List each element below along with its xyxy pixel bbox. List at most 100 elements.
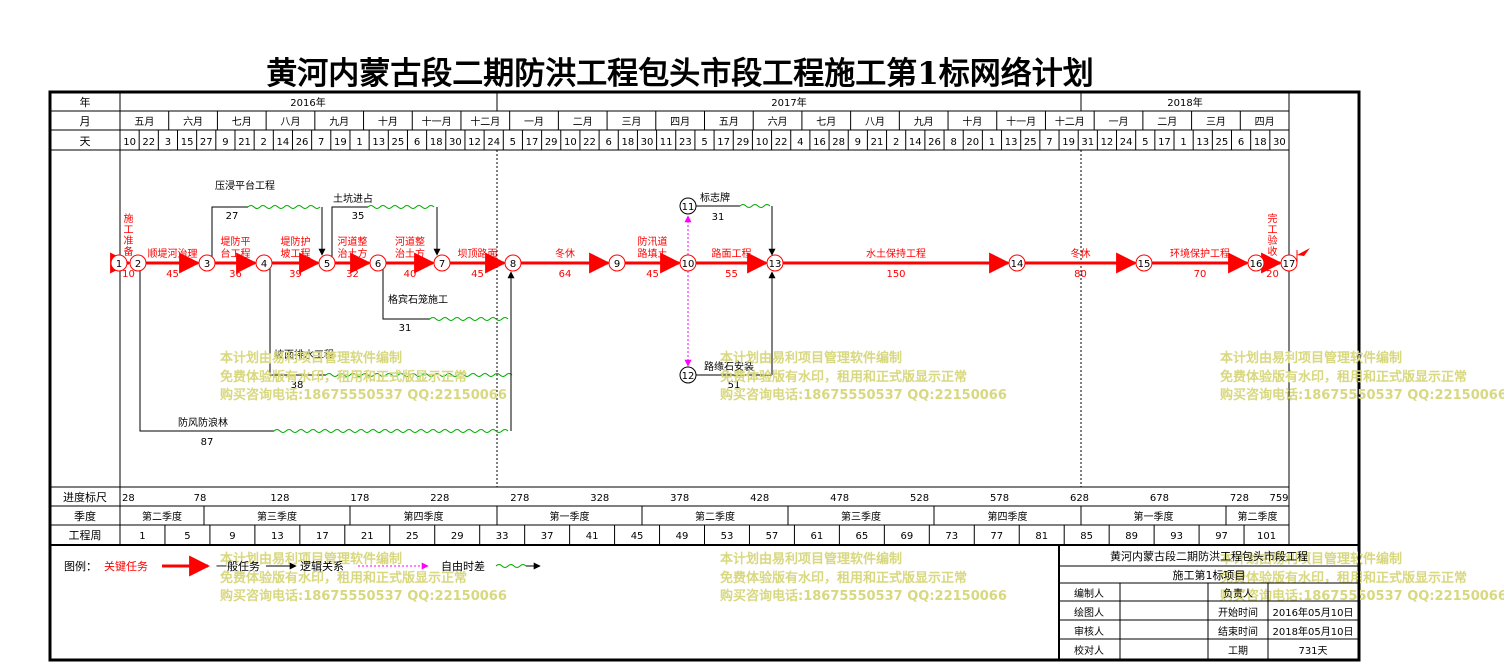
week-cell: 45 [631,531,644,542]
month-cell: 一月 [1109,116,1129,128]
svg-text:购买咨询电话:18675550537 QQ:22150066: 购买咨询电话:18675550537 QQ:22150066 [1220,387,1504,403]
month-cell: 九月 [329,116,349,128]
node-4: 4 [255,254,273,272]
task-label-side-6: 标志牌 [700,191,730,204]
week-cell: 25 [406,531,419,542]
task-duration: 45 [166,269,179,280]
month-cell: 十一月 [1006,115,1036,128]
task-label-char: 备 [124,245,134,258]
day-cell: 5 [1142,137,1148,148]
day-cell: 19 [1062,137,1075,148]
task-dur-side-2: 35 [352,211,365,222]
day-cell: 4 [797,137,803,148]
month-cell: 八月 [280,116,300,128]
month-cell: 十二月 [1055,115,1085,128]
week-cell: 61 [811,531,824,542]
page-title: 黄河内蒙古段二期防洪工程包头市段工程施工第1标网络计划 [266,56,1094,92]
task-label: 治土方 [395,247,425,260]
scale-tick: 728 [1230,493,1249,504]
task-duration: 45 [646,269,659,280]
week-cell: 41 [586,531,599,542]
scale-tick: 278 [510,493,529,504]
day-cell: 6 [1238,137,1244,148]
node-13: 13 [766,254,784,272]
day-cell: 22 [583,137,596,148]
day-cell: 7 [1046,137,1052,148]
info-project: 黄河内蒙古段二期防洪工程包头市段工程 [1110,549,1308,563]
month-cell: 四月 [670,116,690,128]
legend-label: 图例： [64,559,97,573]
info-cell: 731天 [1298,646,1327,657]
scale-tick: 328 [590,493,609,504]
svg-text:3: 3 [204,259,210,270]
week-cell: 73 [945,531,958,542]
week-cell: 9 [229,531,235,542]
quarter-cell: 第二季度 [142,510,182,523]
legend-float: 自由时差 [441,559,485,573]
task-label-char: 验 [1268,234,1278,247]
svg-text:本计划由易利项目管理软件编制: 本计划由易利项目管理软件编制 [720,350,902,366]
quarter-cell: 第三季度 [841,510,881,523]
svg-text:免费体验版有水印，租用和正式版显示正常: 免费体验版有水印，租用和正式版显示正常 [1220,369,1467,385]
week-cell: 77 [990,531,1003,542]
week-cell: 53 [721,531,734,542]
side-tasks: 压浸平台工程 27 土坑进占 35 格宾石笼施工 31 坡面排水工程 38 防风… [139,179,776,448]
scale-tick: 428 [750,493,769,504]
critical-path [110,250,1298,274]
task-label: 坡工程 [281,247,311,260]
svg-text:本计划由易利项目管理软件编制: 本计划由易利项目管理软件编制 [220,350,402,366]
day-cell: 12 [1101,137,1114,148]
info-cell: 2018年05月10日 [1273,625,1354,638]
day-cell: 3 [165,137,171,148]
svg-text:16: 16 [1250,259,1263,270]
week-cell: 5 [184,531,190,542]
svg-text:14: 14 [1011,259,1024,270]
node-15: 15 [1135,254,1153,272]
day-cell: 6 [605,137,611,148]
task-label: 台工程 [221,247,251,260]
week-cell: 49 [676,531,689,542]
month-cell: 九月 [914,116,934,128]
legend-normal: 一般任务 [216,560,260,573]
year-2016: 2016年 [290,96,325,109]
legend-logic: 逻辑关系 [300,559,344,573]
day-cell: 16 [813,137,826,148]
node-2: 2 [129,254,147,272]
node-16: 16 [1247,254,1265,272]
day-cell: 1 [1180,137,1186,148]
task-dur-side-5: 87 [201,437,214,448]
svg-text:2: 2 [135,259,141,270]
day-cell: 9 [855,137,861,148]
day-cell: 28 [832,137,845,148]
task-label: 顺堤河治理 [148,247,198,260]
day-cell: 30 [641,137,654,148]
critical-labels: 施工准备10顺堤河治理45堤防平台工程36堤防护坡工程39河道整治土方32河道整… [122,212,1279,280]
task-duration: 40 [404,269,417,280]
day-cell: 2 [261,137,267,148]
scale-tick: 478 [830,493,849,504]
task-label-side-2: 土坑进占 [333,192,373,205]
day-cell: 21 [871,137,884,148]
day-cell: 22 [142,137,155,148]
task-label-side-7: 路缘石安装 [704,360,754,373]
task-label: 坝顶路面 [458,247,498,260]
month-cell: 六月 [183,116,203,128]
node-1: 1 [110,254,128,272]
day-cell: 13 [372,137,385,148]
day-cell: 21 [238,137,251,148]
scale-tick: 128 [270,493,289,504]
task-label: 堤防护 [281,235,311,248]
day-cell: 19 [334,137,347,148]
task-label-side-4: 坡面排水工程 [274,348,334,361]
day-cell: 2 [893,137,899,148]
week-cell: 33 [496,531,509,542]
day-cell: 10 [756,137,769,148]
quarter-cell: 第二季度 [695,510,735,523]
day-cell: 30 [1273,137,1286,148]
info-cell: 审核人 [1074,625,1104,638]
info-cell: 工期 [1228,645,1248,657]
scale-tick: 228 [430,493,449,504]
day-cell: 9 [222,137,228,148]
